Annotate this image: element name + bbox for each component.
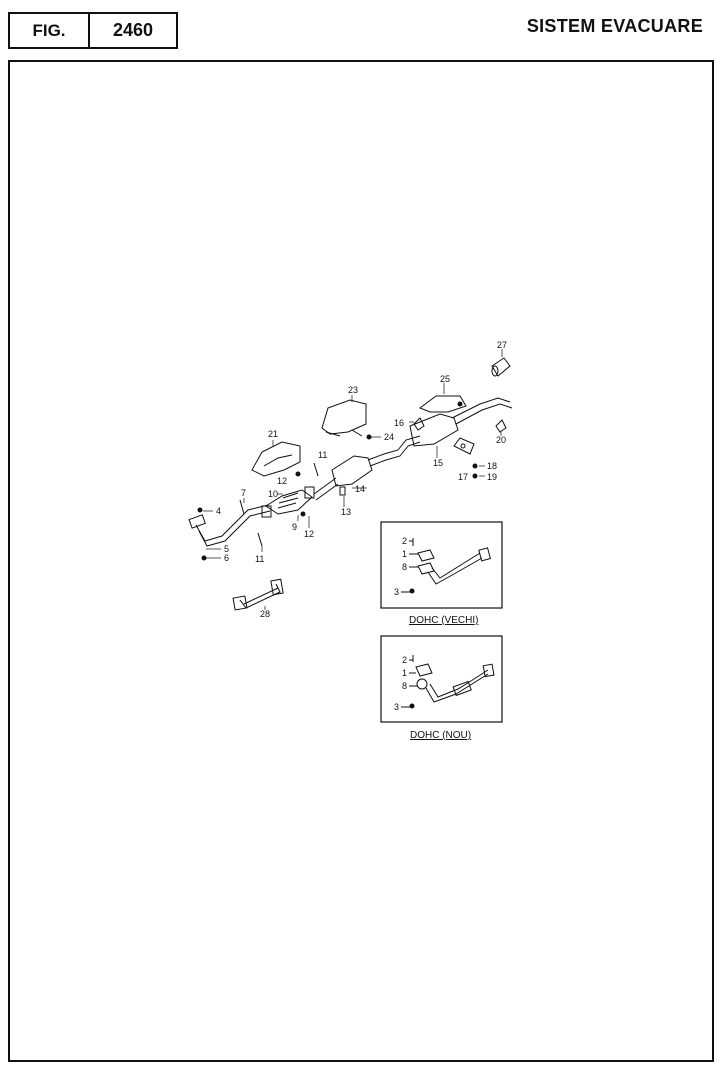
callout-10: 10	[268, 489, 278, 499]
callout-13: 13	[341, 507, 351, 517]
figure-number-box: FIG. 2460	[8, 12, 178, 49]
inset-dohc-vechi: 2 1 8 3 DOHC (VECHI)	[380, 521, 503, 626]
callout-5: 5	[224, 544, 229, 554]
inset1-label-1: 1	[402, 549, 407, 559]
inset1-label-3: 3	[394, 587, 399, 597]
heat-shield-muffler	[418, 395, 467, 413]
callout-4: 4	[216, 506, 221, 516]
inset2-caption: DOHC (NOU)	[410, 730, 471, 741]
fig-label: FIG.	[10, 14, 90, 47]
heat-shield-rear	[321, 399, 367, 437]
small-parts	[197, 401, 507, 561]
callout-17: 17	[458, 472, 468, 482]
pipe-28	[232, 578, 284, 611]
inset2-label-8: 8	[402, 681, 407, 691]
callout-24: 24	[384, 432, 394, 442]
page-title: SISTEM EVACUARE	[526, 16, 703, 36]
callout-11-upper: 11	[318, 450, 327, 460]
callout-19: 19	[487, 472, 497, 482]
inset1-caption: DOHC (VECHI)	[409, 615, 478, 626]
callout-14: 14	[355, 484, 365, 494]
hanger-bracket	[453, 437, 475, 455]
callout-7: 7	[241, 488, 246, 498]
callout-25: 25	[440, 374, 450, 384]
callout-12-upper: 12	[277, 476, 287, 486]
callout-12-lower: 12	[304, 529, 314, 539]
heat-shield-front	[251, 441, 301, 477]
inset1-label-8: 8	[402, 562, 407, 572]
inset2-label-1: 1	[402, 668, 407, 678]
callout-18: 18	[487, 461, 497, 471]
diagram-frame	[8, 60, 714, 1062]
callout-21: 21	[268, 429, 278, 439]
inset2-label-2: 2	[402, 655, 407, 665]
catalytic-converter	[261, 486, 315, 518]
callout-11-lower: 11	[255, 554, 264, 564]
rear-muffler	[409, 397, 513, 447]
main-callouts: 4 5 6 7 9 10 11 11 12 12 13 14 15 16 17 …	[216, 340, 507, 619]
callout-9: 9	[292, 522, 297, 532]
inset-dohc-nou: 2 1 8 3 DOHC (NOU)	[380, 635, 503, 741]
front-pipe	[188, 499, 271, 547]
tail-tip	[491, 357, 511, 377]
inset1-label-2: 2	[402, 536, 407, 546]
callout-20: 20	[496, 435, 506, 445]
fig-number: 2460	[112, 20, 154, 40]
callout-16: 16	[394, 418, 404, 428]
callout-6: 6	[224, 553, 229, 563]
center-muffler	[313, 435, 421, 501]
callout-28: 28	[260, 609, 270, 619]
callout-27: 27	[497, 340, 507, 350]
callout-23: 23	[348, 385, 358, 395]
leader-lines	[203, 349, 503, 610]
inset2-label-3: 3	[394, 702, 399, 712]
callout-15: 15	[433, 458, 443, 468]
